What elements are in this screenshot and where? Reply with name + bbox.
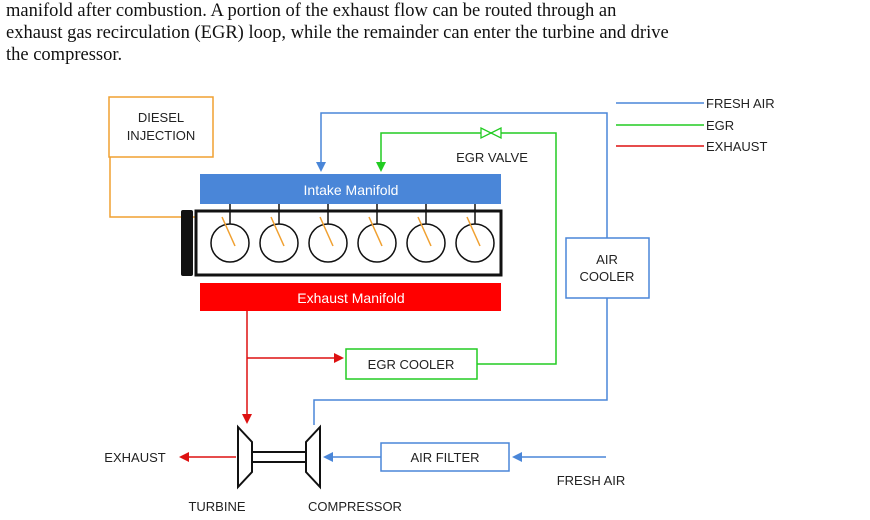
injector-line [221,216,236,247]
air-cooler-box [565,237,650,299]
engine-block [194,209,503,277]
cylinder [455,223,495,263]
air-filter-box [380,442,510,472]
cylinder [406,223,446,263]
paragraph-line: the compressor. [6,45,123,65]
egr-valve-label: EGR VALVE [456,150,528,165]
turbine [237,424,253,490]
turbine-label: TURBINE [188,499,245,514]
fresh-air-line-top [316,112,608,238]
exhaust-manifold-label: Exhaust Manifold [297,290,404,306]
intake-manifold-label: Intake Manifold [304,182,399,198]
cylinder [210,223,250,263]
crank-pulley [181,210,193,276]
diesel-injection-label: DIESEL [138,110,184,125]
cylinder [308,223,348,263]
fresh-air-inlet-label: FRESH AIR [557,473,626,488]
legend: FRESH AIR EGR EXHAUST [616,96,775,154]
egr-valve-icon [480,126,502,140]
injector-line [466,216,481,247]
egr-cooler-box [345,348,478,380]
description-paragraph: manifold after combustion. A portion of … [6,0,866,66]
egr-line [376,132,557,365]
legend-label: EXHAUST [706,139,767,154]
injector-line [417,216,432,247]
cylinder [357,223,397,263]
injector-line [270,216,285,247]
cylinder [259,223,299,263]
compressor-label: COMPRESSOR [308,499,402,514]
legend-label: EGR [706,118,734,133]
compressor [305,424,321,490]
injector-line [319,216,334,247]
paragraph-line: manifold after combustion. A portion of … [6,1,617,21]
turbo-shaft [251,451,307,463]
paragraph-line: exhaust gas recirculation (EGR) loop, wh… [6,23,669,43]
air-cooler-label: COOLER [580,269,635,284]
exhaust-manifold [200,283,501,311]
cylinders [210,204,495,263]
diesel-injection-box [108,96,214,158]
injector-line [368,216,383,247]
diesel-injection-label: INJECTION [127,128,196,143]
air-cooler-label: AIR [596,252,618,267]
legend-label: FRESH AIR [706,96,775,111]
intake-manifold [200,174,501,204]
exhaust-out-label: EXHAUST [104,450,165,465]
air-filter-label: AIR FILTER [410,450,479,465]
fresh-air-line-cooler [313,298,608,425]
egr-cooler-label: EGR COOLER [368,357,455,372]
